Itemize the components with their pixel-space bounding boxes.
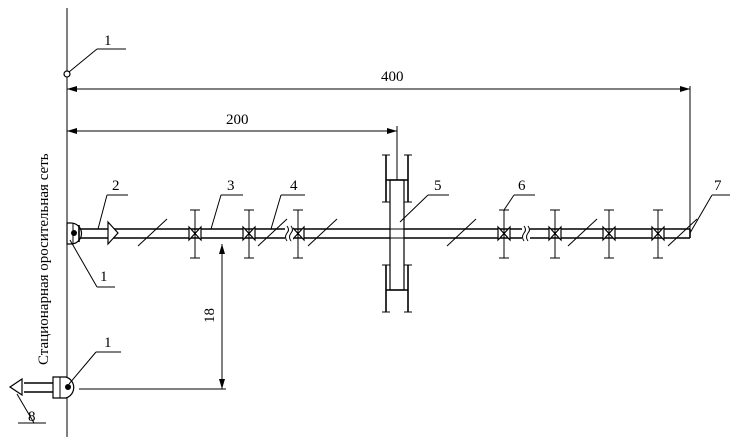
dimension-half-value: 200 <box>226 112 249 128</box>
valve-icon <box>548 209 562 259</box>
dimension-overall-value: 400 <box>381 69 404 85</box>
callout-hydrant-mid: 1 <box>100 269 108 285</box>
valve-icon <box>291 209 305 259</box>
callout-coupling: 4 <box>290 178 298 194</box>
valve-icon <box>651 209 665 259</box>
dimension-overall: 400 <box>67 69 691 237</box>
stationary-network-label: Стационарная оросительная сеть <box>36 153 52 365</box>
leader-hydrant-mid <box>69 239 98 288</box>
callout-hydrant-top: 1 <box>104 33 112 49</box>
callout-cross-unit: 5 <box>434 178 442 194</box>
check-valve-icon <box>107 220 119 246</box>
hydrant-mid <box>66 222 83 245</box>
callout-outlet: 6 <box>518 178 526 194</box>
hydrant-top-marker <box>63 70 71 78</box>
dimension-offset: 18 <box>79 244 226 390</box>
valve-icon <box>188 209 202 259</box>
distribution-pipe <box>79 228 691 239</box>
leader-hydrant-bottom <box>68 351 97 385</box>
gate-valves <box>188 209 665 259</box>
valve-icon <box>602 209 616 259</box>
dimension-offset-value: 18 <box>202 308 218 323</box>
leader-coupling <box>270 194 282 230</box>
hydrant-bottom <box>52 376 75 399</box>
slash-markers <box>137 218 698 247</box>
leader-valve <box>210 194 222 230</box>
leader-end-plug <box>689 194 713 234</box>
valve-icon <box>497 209 511 259</box>
leader-cross-unit <box>399 194 429 223</box>
valve-icon <box>242 209 256 259</box>
pipe-break-icon <box>522 225 530 242</box>
pipe-break-icon <box>285 225 293 242</box>
callout-hydrant-bottom: 1 <box>104 335 112 351</box>
callout-hose: 8 <box>28 409 36 425</box>
callout-end-plug: 7 <box>714 178 722 194</box>
leader-pipe <box>97 194 108 230</box>
callout-pipe: 2 <box>112 178 120 194</box>
callout-valve: 3 <box>227 178 235 194</box>
leader-hydrant-top <box>68 48 98 73</box>
hose-connection <box>8 377 53 424</box>
dimension-half: 200 <box>67 112 398 180</box>
leader-outlet <box>503 194 515 211</box>
cross-unit <box>382 154 412 313</box>
